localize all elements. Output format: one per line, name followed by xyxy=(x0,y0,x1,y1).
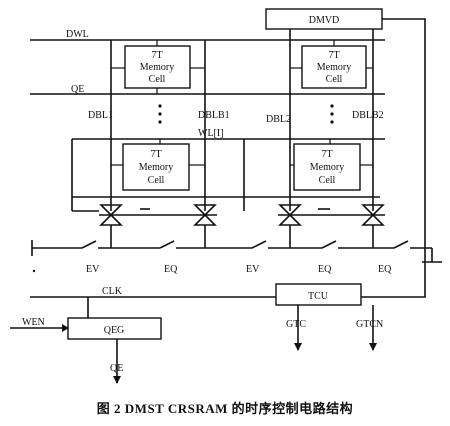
figure-caption: 图 2 DMST CRSRAM 的时序控制电路结构 xyxy=(96,401,354,416)
label-gtcn: GTCN xyxy=(356,319,383,330)
transmission-gate-2 xyxy=(193,204,217,230)
transmission-gate-3 xyxy=(278,204,302,230)
transmission-gate-1 xyxy=(99,204,123,230)
dmvd-block: DMVD xyxy=(265,8,383,30)
label-dblb2: DBLB2 xyxy=(352,110,384,121)
svg-text:Memory: Memory xyxy=(310,162,344,173)
svg-text:Cell: Cell xyxy=(148,175,165,186)
qeg-label: QEG xyxy=(104,325,125,336)
svg-text:Memory: Memory xyxy=(140,62,174,73)
label-dbl2: DBL2 xyxy=(266,114,291,125)
svg-text:7T: 7T xyxy=(150,149,161,160)
tcu-label: TCU xyxy=(308,291,329,302)
dmvd-label: DMVD xyxy=(309,15,340,26)
svg-text:Cell: Cell xyxy=(149,74,166,85)
svg-text:7T: 7T xyxy=(151,50,162,61)
label-dbl1: DBL1 xyxy=(88,110,113,121)
label-qe-out: QE xyxy=(110,363,123,374)
svg-text:Cell: Cell xyxy=(319,175,336,186)
svg-text:Cell: Cell xyxy=(326,74,343,85)
memory-cell-top-right: 7T Memory Cell xyxy=(290,40,373,89)
qeg-block: QEG xyxy=(67,317,162,340)
svg-text:Memory: Memory xyxy=(139,162,173,173)
label-eq-2: EQ xyxy=(318,264,332,275)
memory-cell-top-left: 7T Memory Cell xyxy=(111,40,205,89)
precharge-rail xyxy=(31,240,442,263)
label-eq-1: EQ xyxy=(164,264,178,275)
label-dwl: DWL xyxy=(66,29,89,40)
memory-cell-bottom-right: 7T Memory Cell xyxy=(290,139,373,191)
transmission-gate-4 xyxy=(361,204,385,230)
label-ev-1: EV xyxy=(86,264,100,275)
svg-text:Memory: Memory xyxy=(317,62,351,73)
tcu-block: TCU xyxy=(275,283,362,306)
ellipsis-dots xyxy=(158,104,334,124)
label-wl: WL[I] xyxy=(198,128,224,139)
svg-text:7T: 7T xyxy=(328,50,339,61)
label-clk: CLK xyxy=(102,286,123,297)
label-ev-2: EV xyxy=(246,264,260,275)
label-qe-in: QE xyxy=(71,84,84,95)
svg-text:7T: 7T xyxy=(321,149,332,160)
label-wen: WEN xyxy=(22,317,45,328)
label-dblb1: DBLB1 xyxy=(198,110,230,121)
memory-cell-bottom-left: 7T Memory Cell xyxy=(111,139,205,191)
label-gtc: GTC xyxy=(286,319,306,330)
label-eq-3: EQ xyxy=(378,264,392,275)
